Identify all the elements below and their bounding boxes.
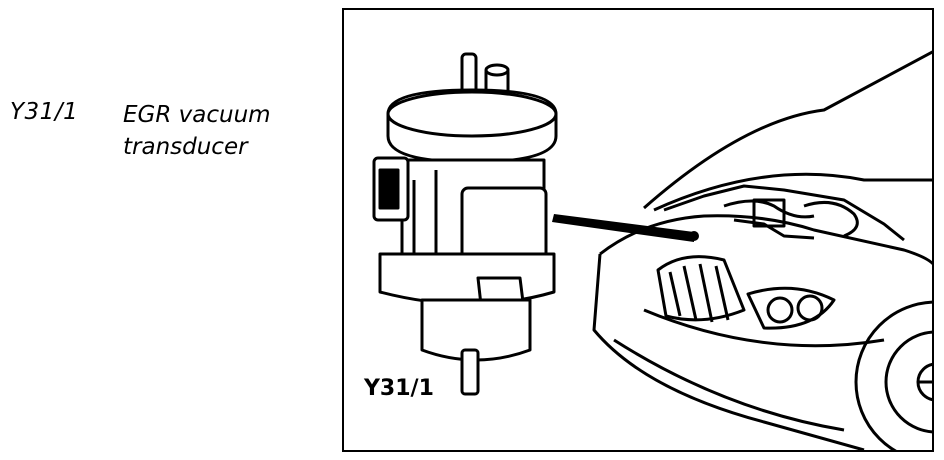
grille — [656, 255, 746, 322]
component-code: Y31/1 — [10, 99, 79, 125]
transducer-and-car-drawing — [372, 50, 932, 450]
illustration-frame: Y31/1 — [342, 8, 934, 452]
engine-bay — [663, 184, 905, 242]
mounting-flange — [378, 252, 556, 306]
car-body-outline — [599, 214, 932, 266]
legend: Y31/1 EGR vacuum transducer — [0, 0, 330, 460]
callout-label: Y31/1 — [364, 376, 434, 401]
pointer-line — [552, 214, 694, 242]
front-wheel — [854, 300, 932, 450]
open-hood — [643, 50, 932, 210]
description-line-2: transducer — [123, 134, 248, 160]
component-description: EGR vacuum transducer — [123, 99, 323, 163]
bottom-port — [460, 348, 480, 396]
headlamp — [746, 286, 836, 330]
description-line-1: EGR vacuum — [123, 102, 271, 128]
